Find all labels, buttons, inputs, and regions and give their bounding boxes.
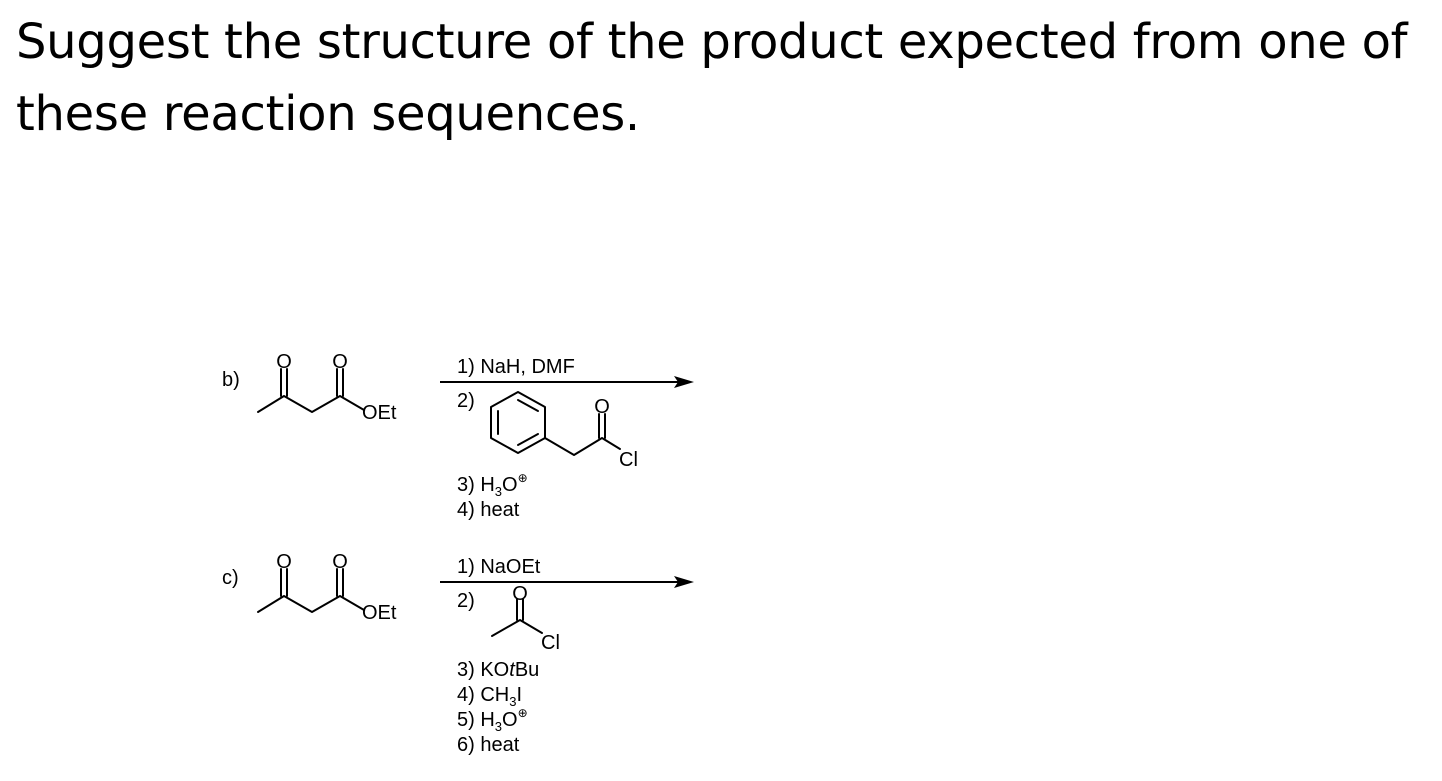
reaction-b-ring-double-1 [517, 399, 539, 412]
reaction-b-step-1: 1) NaH, DMF [457, 356, 575, 378]
reaction-c-reagent-chain [491, 619, 543, 637]
reaction-b-arrow-head [674, 376, 694, 388]
reaction-c-step-4: 4) CH3I [457, 684, 522, 709]
reaction-b: b) O O OEt 1) NaH, DMF 2) O C [222, 351, 694, 521]
reaction-c-reagent-chlorine: Cl [541, 632, 560, 654]
reaction-b-reagent-chain [544, 437, 621, 456]
reaction-c-reagent: O Cl [491, 583, 560, 654]
reaction-b-step-2: 2) [457, 390, 475, 412]
reaction-b-reagent: O Cl [490, 391, 638, 471]
reaction-b-substrate: O O OEt [257, 351, 397, 424]
reaction-c-step-1: 1) NaOEt [457, 556, 541, 578]
reaction-c-oxygen-2: O [332, 551, 348, 573]
reaction-b-ring-double-2 [517, 433, 539, 446]
reaction-b-reagent-oxygen: O [594, 396, 610, 418]
reaction-b-substrate-chain [257, 395, 365, 413]
reaction-c-label: c) [222, 567, 239, 589]
reaction-b-ester-group: OEt [362, 402, 397, 424]
reaction-b-reagent-chlorine: Cl [619, 449, 638, 471]
reaction-c-substrate-chain [257, 595, 365, 613]
reaction-c-substrate: O O OEt [257, 551, 397, 624]
reaction-c-step-2: 2) [457, 590, 475, 612]
reaction-c-step-3: 3) KOtBu [457, 659, 539, 681]
reaction-c-step-6: 6) heat [457, 734, 520, 756]
reaction-c-ester-group: OEt [362, 602, 397, 624]
reaction-b-oxygen-1: O [276, 351, 292, 373]
reaction-c: c) O O OEt 1) NaOEt 2) O Cl 3) KOtBu 4) … [222, 551, 694, 756]
reaction-b-benzene-ring [490, 391, 546, 454]
reaction-c-step-5: 5) H3O⊕ [457, 706, 528, 734]
reaction-c-arrow-head [674, 576, 694, 588]
reaction-b-oxygen-2: O [332, 351, 348, 373]
reaction-c-oxygen-1: O [276, 551, 292, 573]
reaction-b-label: b) [222, 369, 240, 391]
reaction-c-reagent-oxygen: O [512, 583, 528, 605]
reaction-b-step-3: 3) H3O⊕ [457, 471, 528, 499]
reaction-b-step-4: 4) heat [457, 499, 520, 521]
question-text: Suggest the structure of the product exp… [16, 14, 1408, 142]
